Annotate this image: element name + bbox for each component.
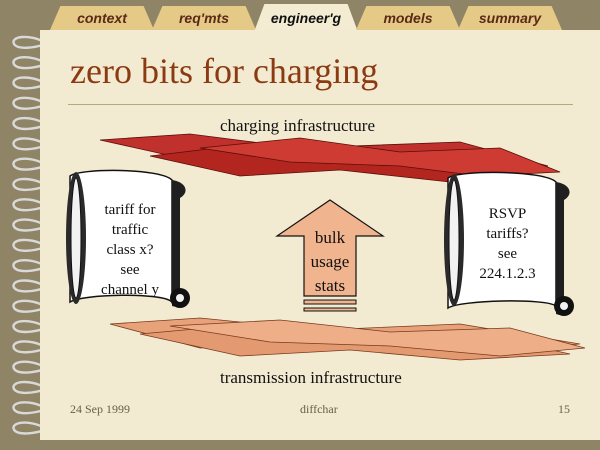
binding-ring bbox=[12, 238, 47, 252]
binding-ring bbox=[12, 380, 47, 395]
binding-ring bbox=[12, 421, 47, 435]
binding-ring bbox=[12, 137, 47, 151]
arrow-label-line: usage bbox=[310, 252, 350, 271]
tab-reqmts[interactable]: req'mts bbox=[152, 6, 256, 30]
tab-engineerg[interactable]: engineer'g bbox=[254, 4, 358, 32]
scroll-left bbox=[66, 169, 190, 308]
tab-bar: context req'mts engineer'g models summar… bbox=[40, 0, 600, 34]
footer-page-number: 15 bbox=[558, 402, 570, 416]
scroll-left-line: class x? bbox=[106, 242, 154, 258]
slide-page: zero bits for charging charging infrastr… bbox=[40, 30, 600, 440]
scroll-left-line: tariff for bbox=[104, 202, 156, 218]
scroll-right-text: RSVP tariffs? see 224.1.2.3 bbox=[470, 204, 545, 284]
page-title: zero bits for charging bbox=[70, 51, 379, 91]
usage-stats-arrow bbox=[275, 199, 385, 312]
binding-ring bbox=[12, 401, 47, 415]
arrow-label-line: stats bbox=[314, 276, 346, 295]
binding-ring bbox=[12, 56, 47, 70]
binding-ring bbox=[12, 117, 47, 131]
tab-context[interactable]: context bbox=[50, 6, 154, 30]
diagram bbox=[66, 133, 586, 361]
binding-ring bbox=[12, 157, 47, 171]
binding-ring bbox=[12, 320, 47, 334]
binding-ring bbox=[12, 76, 47, 90]
charging-infrastructure-label: charging infrastructure bbox=[220, 116, 375, 135]
scroll-right-line: RSVP bbox=[488, 206, 527, 222]
scroll-right-line: see bbox=[497, 246, 518, 262]
binding-ring bbox=[12, 360, 47, 374]
footer-filename: diffchar bbox=[300, 402, 338, 416]
binding-ring bbox=[12, 96, 47, 110]
binding-ring bbox=[12, 279, 47, 293]
arrow-label: bulk usage stats bbox=[295, 226, 365, 298]
binding-ring bbox=[12, 35, 47, 49]
binding-ring bbox=[12, 259, 47, 273]
scroll-left-line: traffic bbox=[111, 222, 149, 238]
arrow-label-line: bulk bbox=[314, 228, 346, 247]
charging-band bbox=[99, 133, 561, 183]
tab-summary[interactable]: summary bbox=[458, 6, 562, 30]
binding-ring bbox=[12, 177, 47, 192]
footer-date: 24 Sep 1999 bbox=[70, 402, 130, 416]
scroll-right-line: tariffs? bbox=[486, 226, 529, 242]
scroll-right-line: 224.1.2.3 bbox=[479, 266, 536, 282]
scroll-left-line: see bbox=[120, 262, 140, 278]
scroll-left-text: tariff for traffic class x? see channel … bbox=[95, 200, 165, 300]
binding-ring bbox=[12, 198, 47, 212]
binding-ring bbox=[12, 218, 47, 232]
tab-models[interactable]: models bbox=[356, 6, 460, 30]
transmission-band bbox=[109, 317, 586, 361]
binding-ring bbox=[12, 340, 47, 354]
transmission-infrastructure-label: transmission infrastructure bbox=[220, 368, 402, 387]
scroll-left-line: channel y bbox=[101, 282, 159, 298]
scroll-right bbox=[444, 171, 574, 316]
title-divider bbox=[68, 104, 573, 105]
binding-ring bbox=[12, 299, 47, 313]
